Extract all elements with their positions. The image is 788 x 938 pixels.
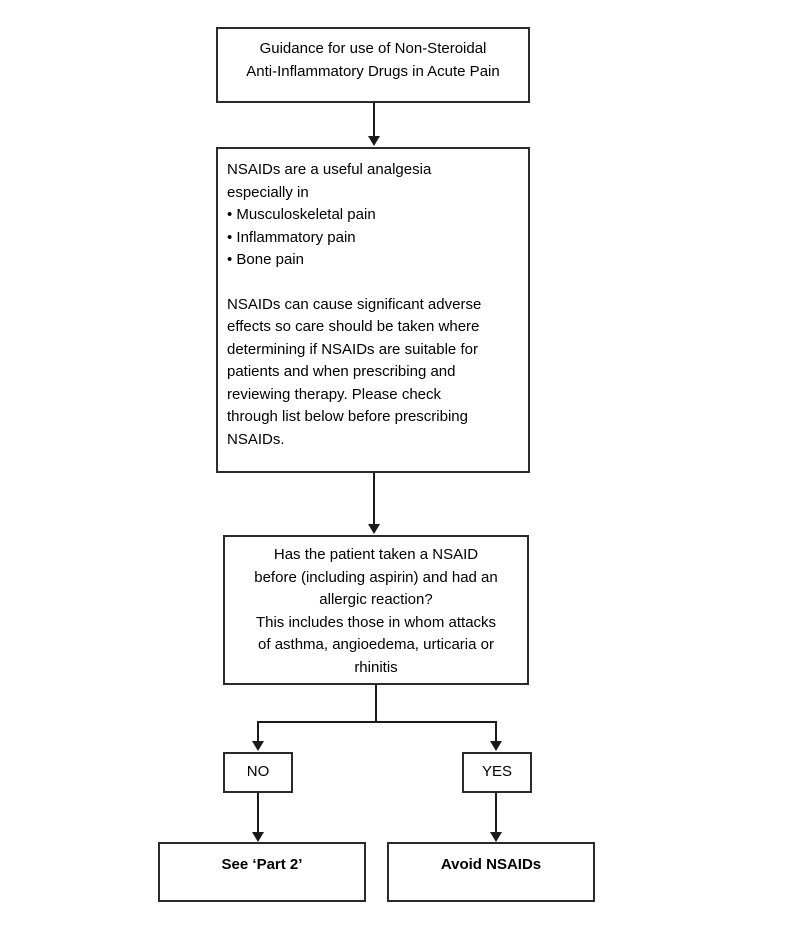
- connector-split-to-no: [257, 721, 259, 743]
- arrowhead-yes-to-avoid: [490, 832, 502, 842]
- outcome-avoid-nsaids-label: Avoid NSAIDs: [440, 856, 542, 873]
- info-bullet-1: • Musculoskeletal pain: [227, 206, 376, 223]
- connector-title-to-info: [373, 103, 375, 138]
- arrowhead-split-to-no: [252, 741, 264, 751]
- arrowhead-info-to-question: [368, 524, 380, 534]
- branch-yes-label: YES: [481, 763, 512, 780]
- node-title-box: Guidance for use of Non-Steroidal Anti-I…: [216, 27, 530, 103]
- connector-split-bar: [257, 721, 497, 723]
- info-body-text: NSAIDs can cause significant adverse eff…: [227, 295, 482, 448]
- connector-yes-to-avoid: [495, 793, 497, 834]
- node-outcome-see-part-2: See ‘Part 2’: [158, 842, 366, 902]
- node-branch-yes: YES: [462, 752, 532, 793]
- node-question-box: Has the patient taken a NSAID before (in…: [223, 535, 529, 685]
- node-question-text: Has the patient taken a NSAID before (in…: [254, 546, 498, 676]
- info-bullet-3: • Bone pain: [227, 251, 304, 268]
- node-branch-no: NO: [223, 752, 293, 793]
- node-info-box: NSAIDs are a useful analgesia especially…: [216, 147, 530, 473]
- arrowhead-split-to-yes: [490, 741, 502, 751]
- node-title-text: Guidance for use of Non-Steroidal Anti-I…: [246, 40, 500, 80]
- connector-info-to-question: [373, 473, 375, 525]
- connector-split-to-yes: [495, 721, 497, 743]
- info-intro-text: NSAIDs are a useful analgesia especially…: [227, 161, 432, 201]
- info-spacer: [227, 272, 520, 294]
- branch-no-label: NO: [246, 763, 270, 780]
- arrowhead-no-to-part2: [252, 832, 264, 842]
- outcome-see-part-2-label: See ‘Part 2’: [221, 856, 303, 873]
- arrowhead-title-to-info: [368, 136, 380, 146]
- info-bullet-2: • Inflammatory pain: [227, 228, 356, 246]
- connector-no-to-part2: [257, 793, 259, 834]
- node-outcome-avoid-nsaids: Avoid NSAIDs: [387, 842, 595, 902]
- connector-question-stem: [375, 685, 377, 722]
